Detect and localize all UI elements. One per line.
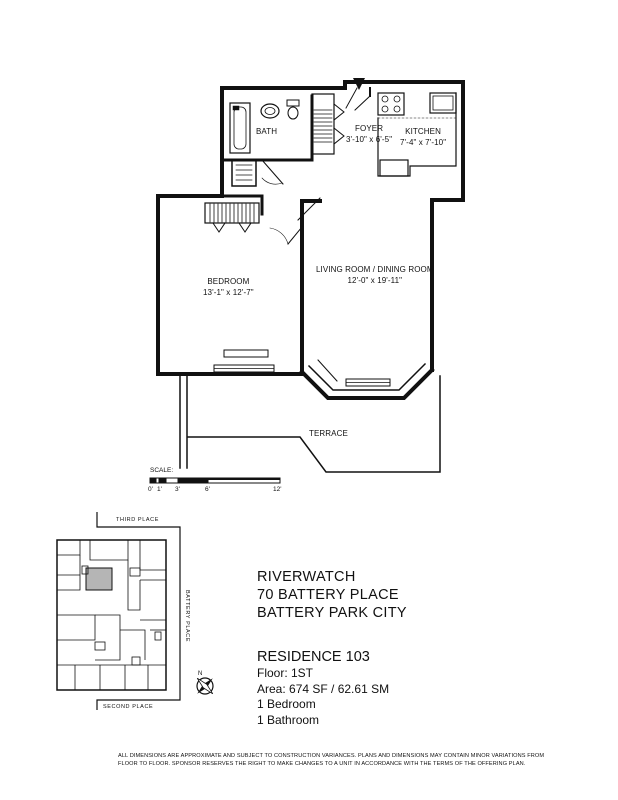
svg-text:N: N: [198, 671, 202, 677]
living-name: LIVING ROOM / DINING ROOM: [316, 265, 434, 274]
bay-window-wall: [299, 367, 435, 400]
floor-value: Floor: 1ST: [257, 666, 314, 680]
terrace-name: TERRACE: [309, 429, 348, 438]
bedroom-name: BEDROOM: [207, 277, 250, 286]
bath-label: BATH: [256, 126, 277, 137]
scale-label: SCALE:: [150, 467, 174, 474]
terrace-label: TERRACE: [309, 428, 348, 439]
compass: N: [196, 671, 214, 695]
refrigerator: [379, 159, 409, 177]
entry-arrow: [353, 78, 365, 90]
floor-plan: [149, 78, 465, 484]
bedroom-closet: [204, 202, 260, 224]
bedroom-dims: 13'-1" x 12'-7": [203, 288, 254, 297]
bedroom-label: BEDROOM 13'-1" x 12'-7": [203, 276, 254, 298]
foyer-name: FOYER: [355, 124, 384, 133]
scale-tick-6: 6': [205, 486, 210, 493]
third-place-street: [96, 512, 181, 710]
street-second-place: SECOND PLACE: [103, 704, 154, 710]
bedroom-door: [287, 226, 303, 245]
foyer-label: FOYER 3'-10" x 6'-5": [346, 123, 392, 145]
bath-door: [261, 159, 284, 185]
building-info: RIVERWATCH 70 BATTERY PLACE BATTERY PARK…: [257, 568, 407, 622]
building-district: BATTERY PARK CITY: [257, 605, 407, 621]
stove: [377, 92, 405, 116]
residence-specs: Floor: 1ST Area: 674 SF / 62.61 SM 1 Bed…: [257, 666, 389, 728]
bath-name: BATH: [256, 127, 278, 136]
foyer-dims: 3'-10" x 6'-5": [346, 135, 393, 144]
kitchen-label: KITCHEN 7'-4" x 7'-10": [400, 126, 446, 148]
street-third-place: THIRD PLACE: [116, 517, 159, 523]
kitchen-counter: [377, 92, 457, 177]
sink: [260, 103, 280, 119]
terrace-rail: [179, 375, 441, 473]
living-wall-left: [300, 199, 322, 374]
scale-tick-1: 1': [157, 486, 162, 493]
residence-title: RESIDENCE 103: [257, 649, 370, 665]
kitchen-dims: 7'-4" x 7'-10": [400, 138, 447, 147]
living-label: LIVING ROOM / DINING ROOM 12'-0" x 19'-1…: [316, 264, 434, 286]
living-dims: 12'-0" x 19'-11": [347, 276, 403, 285]
kitchen-name: KITCHEN: [405, 127, 441, 136]
bathroom-count: 1 Bathroom: [257, 712, 320, 727]
area-value: Area: 674 SF / 62.61 SM: [257, 681, 390, 696]
building-address: 70 BATTERY PLACE: [257, 587, 399, 603]
disclaimer: ALL DIMENSIONS ARE APPROXIMATE AND SUBJE…: [118, 753, 545, 767]
scale-bar: [149, 477, 281, 484]
hall-door: [297, 197, 321, 221]
street-battery-place: BATTERY PLACE: [184, 590, 190, 643]
building-name: RIVERWATCH: [257, 569, 356, 585]
bedroom-window: [223, 349, 269, 358]
exterior-wall: [220, 80, 465, 372]
building-outline: [56, 539, 167, 691]
foyer-closet: [311, 93, 335, 155]
entry-door: [345, 87, 358, 109]
highlighted-unit: [85, 567, 113, 591]
bedroom-count: 1 Bedroom: [257, 697, 316, 711]
scale-tick-3: 3': [175, 486, 180, 493]
scale-tick-0: 0': [148, 486, 153, 493]
scale-tick-12: 12': [273, 486, 282, 493]
bathtub: [229, 102, 251, 154]
toilet: [286, 99, 300, 107]
